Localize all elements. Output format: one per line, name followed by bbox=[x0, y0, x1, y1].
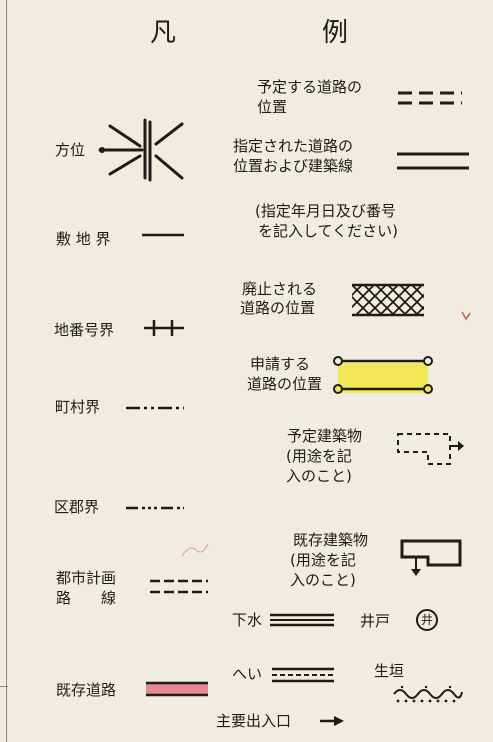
town-boundary-symbol bbox=[126, 406, 184, 410]
pink-scribble-mark bbox=[181, 543, 209, 557]
note-line-1: (指定年月日及び番号 bbox=[255, 202, 396, 220]
well-icon: 井 bbox=[416, 609, 438, 631]
sewer-symbol bbox=[270, 613, 334, 627]
city-plan-route-label-2: 路 線 bbox=[56, 589, 117, 607]
applied-road-symbol bbox=[333, 356, 433, 394]
arrow-right-icon bbox=[320, 716, 344, 726]
frame-tick bbox=[0, 686, 8, 687]
designated-road-symbol bbox=[397, 152, 469, 170]
planned-road-symbol bbox=[398, 91, 462, 105]
town-boundary-label: 町村界 bbox=[55, 398, 101, 416]
abolished-road-label-2: 道路の位置 bbox=[240, 299, 316, 317]
compass-icon bbox=[98, 118, 184, 182]
red-tick-mark bbox=[461, 311, 471, 321]
abolished-road-symbol bbox=[352, 283, 424, 317]
sewer-label: 下水 bbox=[232, 611, 263, 629]
existing-building-label-2: (用途を記 bbox=[290, 551, 356, 569]
planned-road-label-2: 位置 bbox=[257, 98, 288, 116]
planned-building-label-3: 入のこと) bbox=[286, 467, 352, 485]
title-char-2: 例 bbox=[322, 18, 349, 48]
main-entrance-label: 主要出入口 bbox=[216, 712, 292, 730]
direction-label: 方位 bbox=[55, 141, 86, 159]
title-char-1: 凡 bbox=[150, 18, 177, 48]
note-line-2: を記入してください) bbox=[258, 222, 398, 240]
well-label: 井戸 bbox=[360, 612, 391, 630]
lot-number-boundary-symbol bbox=[144, 320, 184, 336]
hedge-label: 生垣 bbox=[374, 662, 405, 680]
ward-district-boundary-label: 区郡界 bbox=[54, 498, 100, 516]
designated-road-label-1: 指定された道路の bbox=[233, 137, 354, 155]
existing-building-label-3: 入のこと) bbox=[290, 571, 356, 589]
site-boundary-label: 敷 地 界 bbox=[56, 230, 111, 248]
abolished-road-label-1: 廃止される bbox=[242, 280, 318, 298]
site-boundary-symbol bbox=[142, 233, 184, 237]
planned-road-label-1: 予定する道路の bbox=[257, 78, 363, 96]
existing-road-label: 既存道路 bbox=[56, 681, 117, 699]
frame-line bbox=[6, 0, 7, 742]
building-planned-icon bbox=[397, 433, 464, 465]
building-existing-icon bbox=[400, 539, 462, 576]
planned-building-label-2: (用途を記 bbox=[286, 447, 352, 465]
existing-road-symbol bbox=[146, 681, 208, 697]
fence-label: へい bbox=[232, 665, 263, 683]
fence-symbol bbox=[272, 667, 334, 683]
existing-building-label-1: 既存建築物 bbox=[293, 531, 369, 549]
lot-number-boundary-label: 地番号界 bbox=[54, 321, 115, 339]
planned-building-label-1: 予定建築物 bbox=[287, 427, 363, 445]
city-plan-route-label-1: 都市計画 bbox=[56, 569, 117, 587]
city-plan-route-symbol bbox=[150, 579, 208, 594]
ward-district-boundary-symbol bbox=[126, 506, 184, 510]
applied-road-label-2: 道路の位置 bbox=[247, 375, 323, 393]
hedge-icon bbox=[393, 685, 463, 703]
applied-road-label-1: 申請する bbox=[250, 355, 311, 373]
designated-road-label-2: 位置および建築線 bbox=[233, 157, 354, 175]
